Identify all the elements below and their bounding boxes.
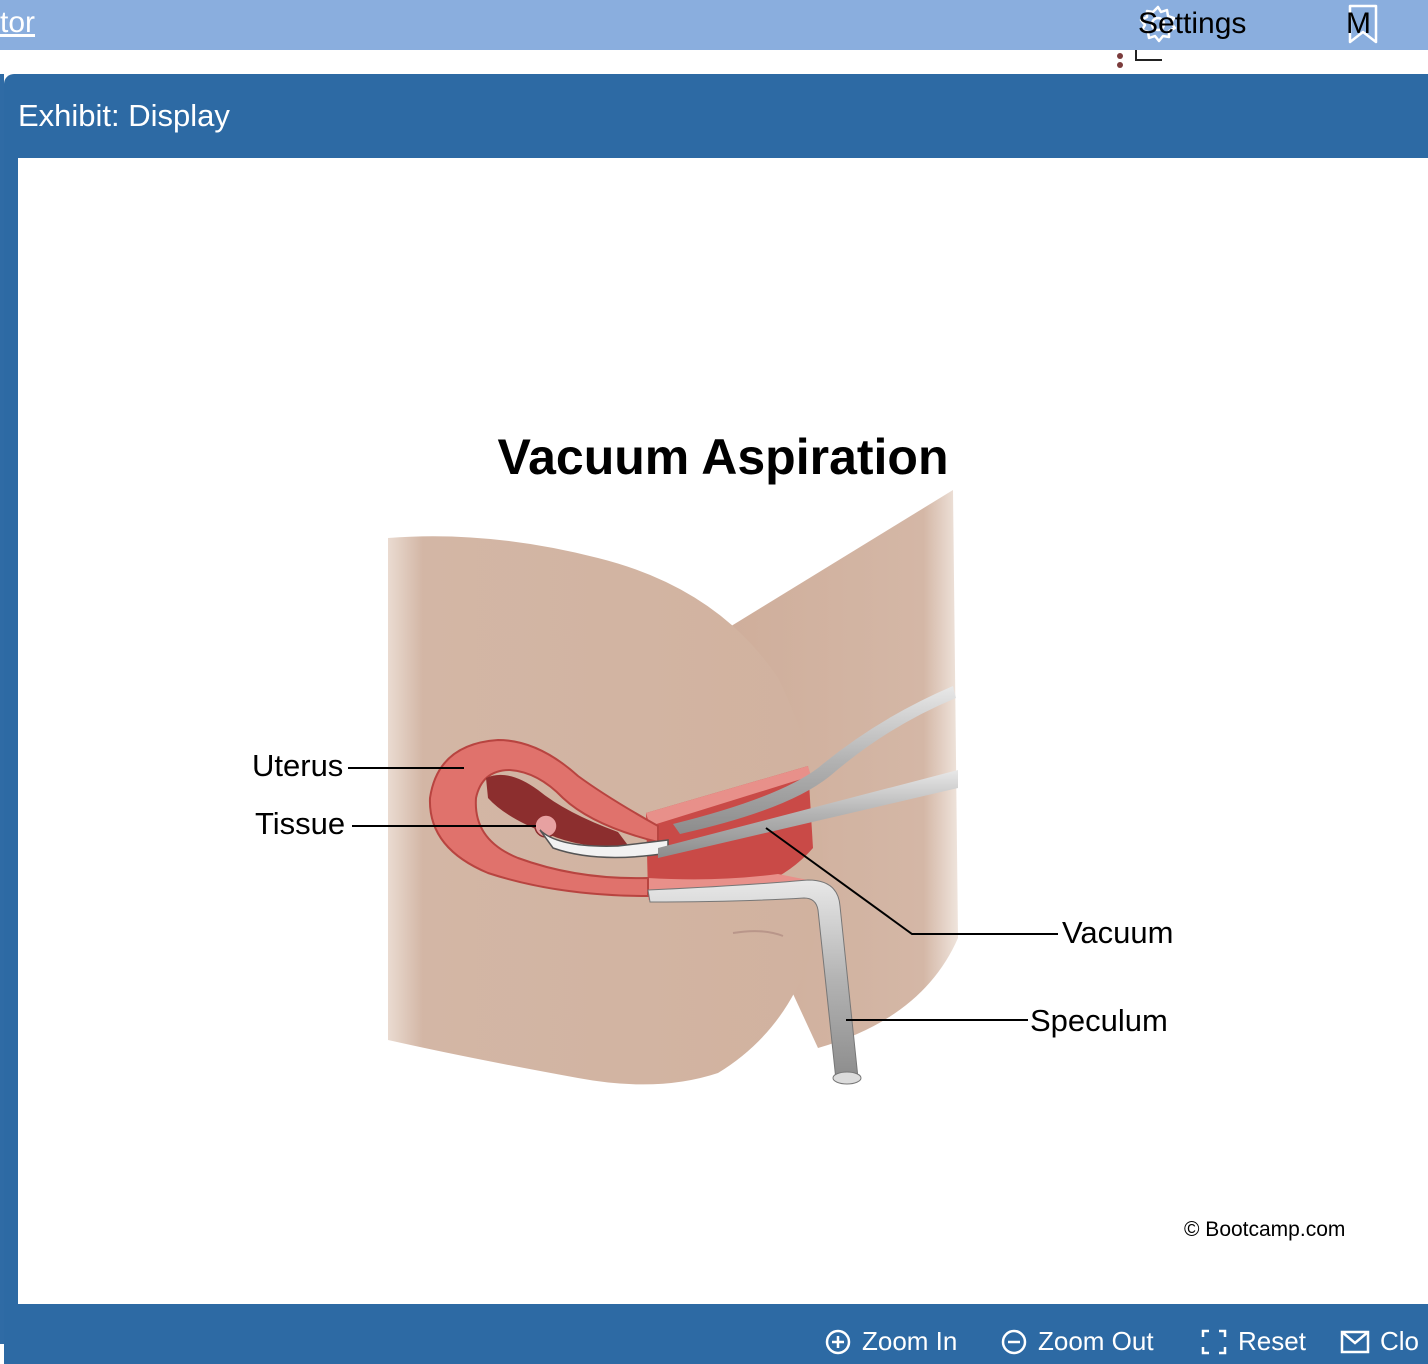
tenaculum-rod (673, 686, 956, 834)
exhibit-modal: Exhibit: Display Vacuum Aspiration (4, 74, 1428, 1364)
zoom-out-button[interactable]: Zoom Out (1000, 1326, 1154, 1357)
zoom-out-label: Zoom Out (1038, 1326, 1154, 1356)
uterus-label: Uterus (252, 748, 344, 783)
settings-label: Settings (1138, 7, 1247, 40)
zoom-in-button[interactable]: Zoom In (824, 1326, 957, 1357)
background-strip (0, 50, 1428, 74)
reset-label: Reset (1238, 1326, 1306, 1356)
zoom-in-icon (825, 1329, 851, 1354)
modal-footer: Zoom In Zoom Out Reset Clo (4, 1304, 1428, 1364)
tissue-mass (534, 814, 558, 838)
reset-icon (1201, 1329, 1227, 1354)
background-fragment-icon (1117, 50, 1162, 68)
top-bar: tor Settings M (0, 0, 1428, 50)
modal-title: Exhibit: Display (18, 98, 230, 133)
settings-button[interactable]: Settings (1138, 4, 1246, 44)
uterus-shape (428, 738, 659, 898)
canal-upper-wall (646, 766, 811, 826)
skin-crease (732, 930, 784, 937)
uterus-cavity (486, 774, 630, 848)
vacuum-label: Vacuum (1062, 915, 1174, 950)
vacuum-aspiration-illustration (348, 490, 1058, 1085)
modal-header: Exhibit: Display (4, 74, 1428, 158)
exhibit-body: Vacuum Aspiration (18, 158, 1428, 1304)
copyright-text: © Bootcamp.com (1184, 1218, 1346, 1241)
zoom-in-label: Zoom In (862, 1326, 958, 1356)
speculum-label: Speculum (1030, 1003, 1168, 1038)
tissue-label: Tissue (255, 806, 346, 841)
close-button[interactable]: Clo (1340, 1326, 1419, 1357)
close-icon (1340, 1330, 1370, 1353)
close-label: Clo (1380, 1326, 1420, 1356)
mark-button[interactable]: M (1346, 4, 1380, 44)
bookmark-icon (1348, 4, 1378, 44)
vacuum-instrument (658, 770, 958, 858)
zoom-out-icon (1001, 1329, 1027, 1354)
gear-icon (1139, 5, 1177, 43)
vacuum-leader (765, 827, 1058, 935)
speculum-end (832, 1071, 862, 1085)
app-title-link[interactable]: tor (0, 6, 36, 39)
background-sliver (0, 74, 4, 1344)
exhibit-title: Vacuum Aspiration (497, 429, 949, 485)
mark-label: M (1346, 7, 1371, 40)
reset-button[interactable]: Reset (1200, 1326, 1306, 1357)
